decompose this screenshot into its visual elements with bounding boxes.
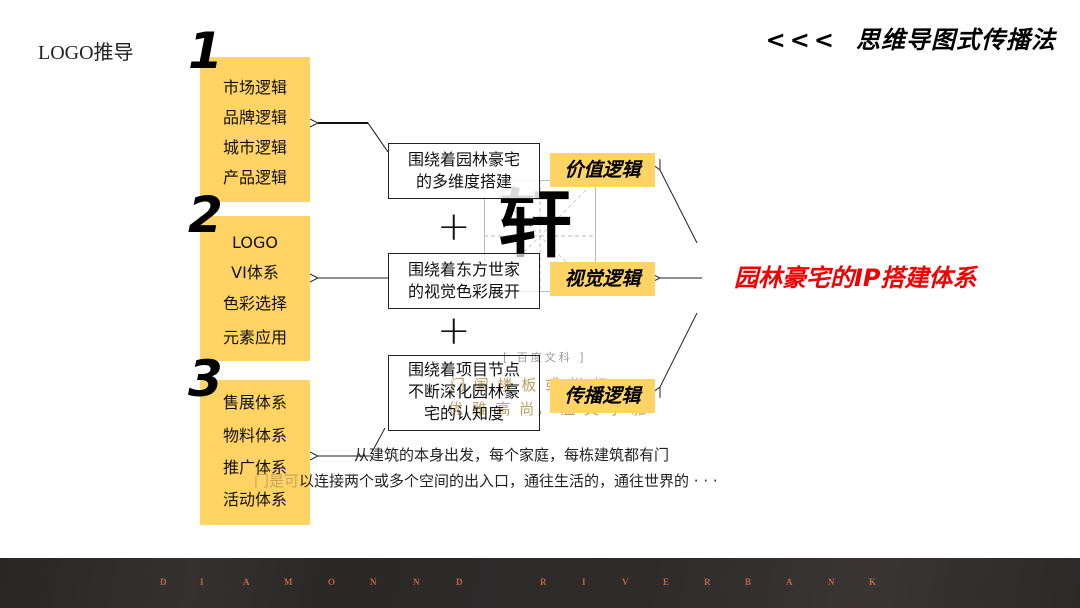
- footer-letter: K: [869, 577, 877, 587]
- footer-letter: R: [540, 577, 547, 587]
- center-box-text: 围绕着项目节点: [407, 360, 520, 379]
- center-box-text: 宅的认知度: [423, 404, 504, 423]
- footer-letter: I: [582, 577, 586, 587]
- caption-text: 以连接两个或多个空间的出入口，通往生活的，通往世界的 · · ·: [299, 472, 718, 490]
- footer-letter: N: [413, 577, 420, 587]
- page-title: LOGO推导: [38, 42, 134, 64]
- group-number-2: 2: [188, 186, 223, 244]
- footer-letter: N: [828, 577, 835, 587]
- group-number-1: 1: [188, 22, 223, 80]
- group-1-item: 产品逻辑: [222, 168, 287, 187]
- center-box-text: 不断深化园林豪: [407, 382, 520, 401]
- header-title: 思维导图式传播法: [856, 26, 1056, 54]
- group-1-item: 城市逻辑: [222, 138, 287, 157]
- tag-visual-logic: 视觉逻辑: [550, 262, 655, 296]
- center-box-text: 围绕着东方世家: [407, 260, 520, 279]
- chevrons-left-icon: <<<: [765, 26, 838, 54]
- caption-line-2: 门是可以连接两个或多个空间的出入口，通往生活的，通往世界的 · · ·: [254, 470, 718, 491]
- caption-line-1: 从建筑的本身出发，每个家庭，每栋建筑都有门: [354, 446, 670, 464]
- footer-letter: N: [370, 577, 377, 587]
- group-2-box: LOGO VI体系 色彩选择 元素应用: [200, 216, 310, 361]
- logo-character: 轩: [498, 182, 572, 268]
- plus-icon: +: [437, 204, 471, 250]
- group-2-item: 元素应用: [222, 328, 287, 347]
- center-box-text: 的多维度搭建: [415, 172, 512, 191]
- group-3-box: 售展体系 物料体系 推广体系 活动体系: [200, 380, 310, 525]
- footer-letter: M: [284, 577, 293, 587]
- caption-faded-text: 门是可: [254, 472, 300, 490]
- group-3-item: 售展体系: [222, 393, 287, 412]
- character-grid: [484, 180, 596, 292]
- footer-letter: I: [200, 577, 204, 587]
- plus-icon: +: [437, 308, 471, 354]
- group-2-item: LOGO: [232, 233, 278, 252]
- group-3-item: 推广体系: [222, 458, 287, 477]
- footer-letter: R: [704, 577, 711, 587]
- center-box-3: 围绕着项目节点 不断深化园林豪 宅的认知度: [388, 355, 540, 431]
- footer-letter: D: [160, 577, 167, 587]
- ip-system-title: 园林豪宅的IP搭建体系: [734, 264, 977, 292]
- group-2-item: VI体系: [231, 263, 279, 282]
- watermark-source: [ 百度文科 ]: [503, 351, 587, 364]
- footer-letter: A: [786, 577, 793, 587]
- center-box-text: 的视觉色彩展开: [407, 282, 520, 301]
- group-2-item: 色彩选择: [222, 294, 287, 313]
- center-box-2: 围绕着东方世家 的视觉色彩展开: [388, 253, 540, 309]
- center-box-1: 围绕着园林豪宅 的多维度搭建: [388, 143, 540, 199]
- group-1-item: 市场逻辑: [222, 78, 287, 97]
- tag-communication-logic: 传播逻辑: [550, 379, 655, 413]
- group-3-item: 物料体系: [222, 426, 287, 445]
- section-header: <<< 思维导图式传播法: [766, 20, 1056, 55]
- footer-letter: E: [663, 577, 670, 587]
- group-1-item: 品牌逻辑: [222, 108, 287, 127]
- center-box-text: 围绕着园林豪宅: [407, 150, 520, 169]
- footer-letter: A: [243, 577, 250, 587]
- footer-letter: B: [745, 577, 752, 587]
- group-1-box: 市场逻辑 品牌逻辑 城市逻辑 产品逻辑: [200, 57, 310, 202]
- footer-band: D I A M O N N D R I V E R B A N K: [0, 558, 1080, 608]
- group-number-3: 3: [188, 350, 223, 408]
- tag-value-logic: 价值逻辑: [550, 153, 655, 187]
- footer-letter: O: [328, 577, 336, 587]
- footer-letter: V: [622, 577, 629, 587]
- group-3-item: 活动体系: [222, 490, 287, 509]
- footer-letter: D: [456, 577, 463, 587]
